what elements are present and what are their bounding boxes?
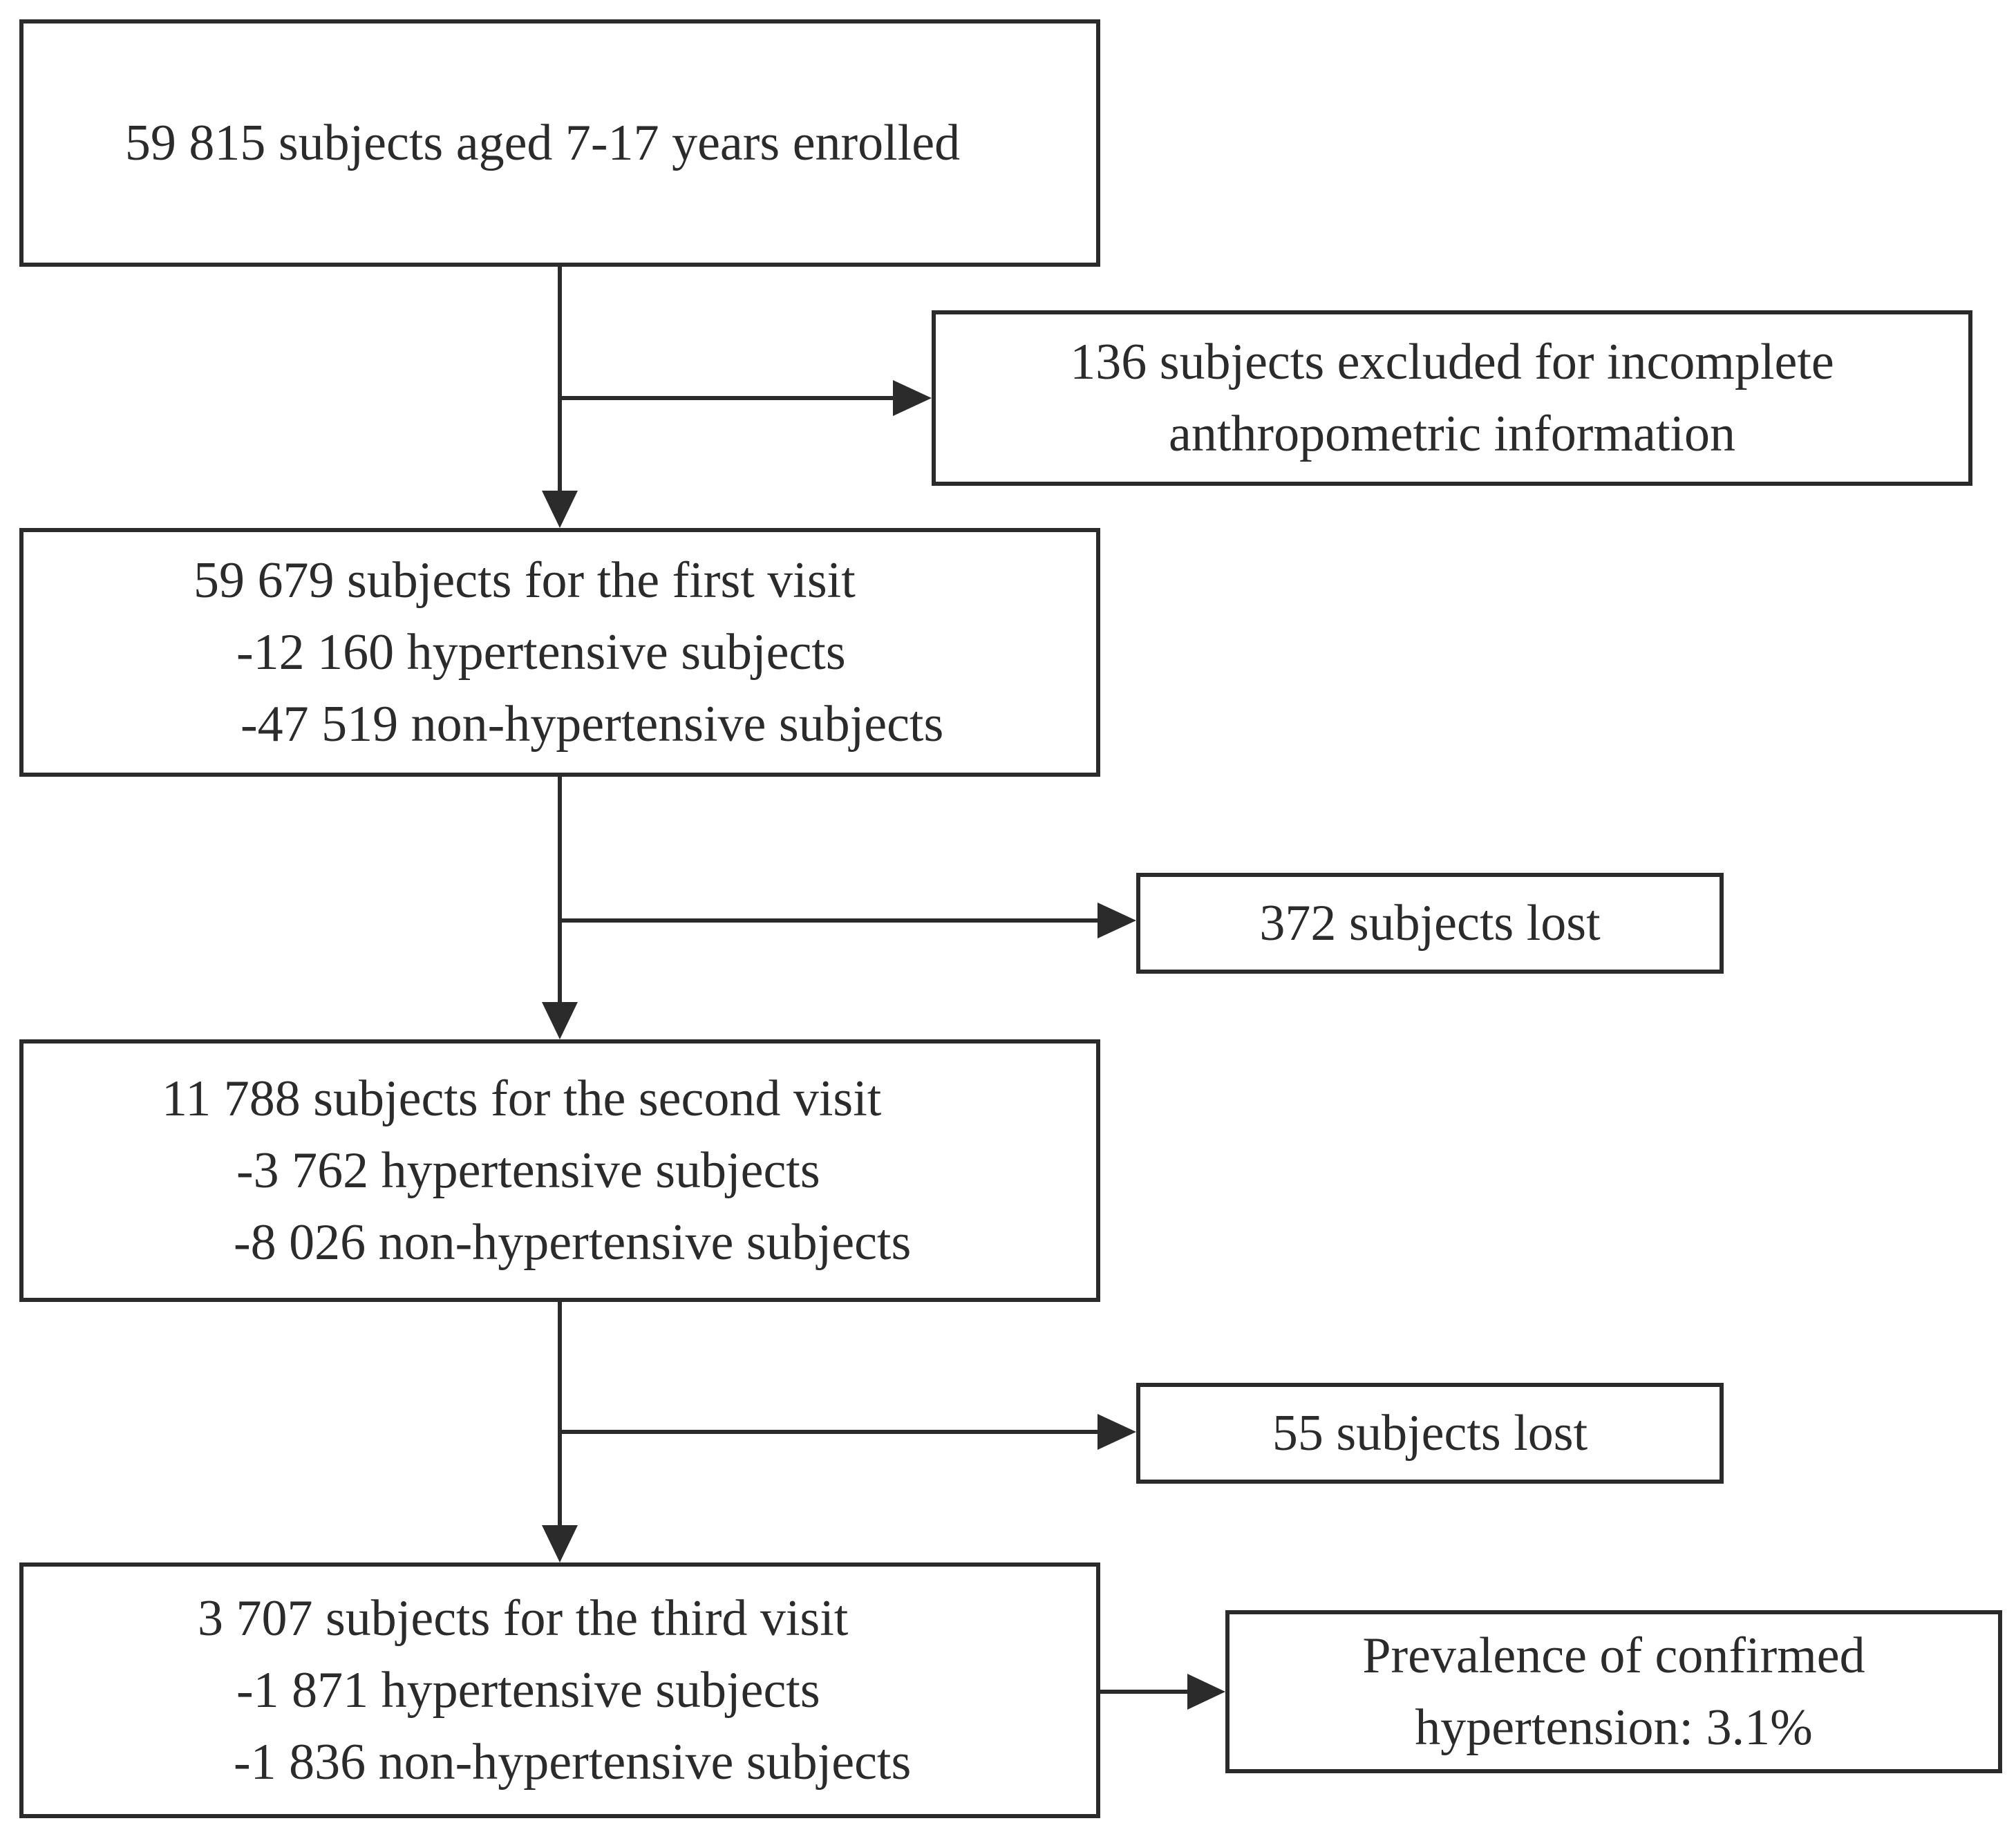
node-second-visit: 11 788 subjects for the second visit -3 …	[19, 1039, 1100, 1302]
node-lost-1-line: 372 subjects lost	[1259, 895, 1601, 952]
node-enrolled-line: 59 815 subjects aged 7-17 years enrolled	[124, 115, 961, 171]
node-first-visit: 59 679 subjects for the first visit -12 …	[19, 528, 1100, 777]
node-excluded-line: 136 subjects excluded for incomplete	[1070, 334, 1834, 390]
node-second-visit-non-hypertensive: -8 026 non-hypertensive subjects	[234, 1214, 912, 1271]
node-third-visit-hypertensive: -1 871 hypertensive subjects	[236, 1662, 820, 1719]
arrowhead-lost-1	[1098, 903, 1136, 938]
node-first-visit-non-hypertensive: -47 519 non-hypertensive subjects	[241, 696, 944, 753]
node-third-visit-title: 3 707 subjects for the third visit	[198, 1590, 849, 1647]
arrowhead-lost-2	[1098, 1414, 1136, 1450]
node-enrolled: 59 815 subjects aged 7-17 years enrolled	[19, 19, 1100, 267]
arrowhead-third-visit	[542, 1525, 578, 1562]
node-third-visit: 3 707 subjects for the third visit -1 87…	[19, 1562, 1100, 1818]
node-lost-2-line: 55 subjects lost	[1272, 1405, 1588, 1462]
arrowhead-first-visit	[542, 491, 578, 528]
node-lost-1: 372 subjects lost	[1136, 873, 1724, 974]
node-excluded-line: anthropometric information	[1169, 406, 1735, 462]
node-first-visit-title: 59 679 subjects for the first visit	[194, 552, 856, 609]
node-lost-2: 55 subjects lost	[1136, 1383, 1724, 1484]
node-excluded: 136 subjects excluded for incomplete ant…	[932, 310, 1972, 486]
arrowhead-excluded	[893, 380, 932, 416]
node-prevalence: Prevalence of confirmed hypertension: 3.…	[1225, 1610, 2002, 1773]
node-third-visit-non-hypertensive: -1 836 non-hypertensive subjects	[234, 1734, 912, 1791]
node-prevalence-line: hypertension: 3.1%	[1415, 1699, 1813, 1756]
node-second-visit-hypertensive: -3 762 hypertensive subjects	[236, 1142, 820, 1199]
node-second-visit-title: 11 788 subjects for the second visit	[162, 1070, 882, 1127]
arrowhead-prevalence	[1187, 1674, 1225, 1710]
node-first-visit-hypertensive: -12 160 hypertensive subjects	[236, 624, 846, 681]
node-prevalence-line: Prevalence of confirmed	[1362, 1627, 1865, 1684]
arrowhead-second-visit	[542, 1002, 578, 1039]
